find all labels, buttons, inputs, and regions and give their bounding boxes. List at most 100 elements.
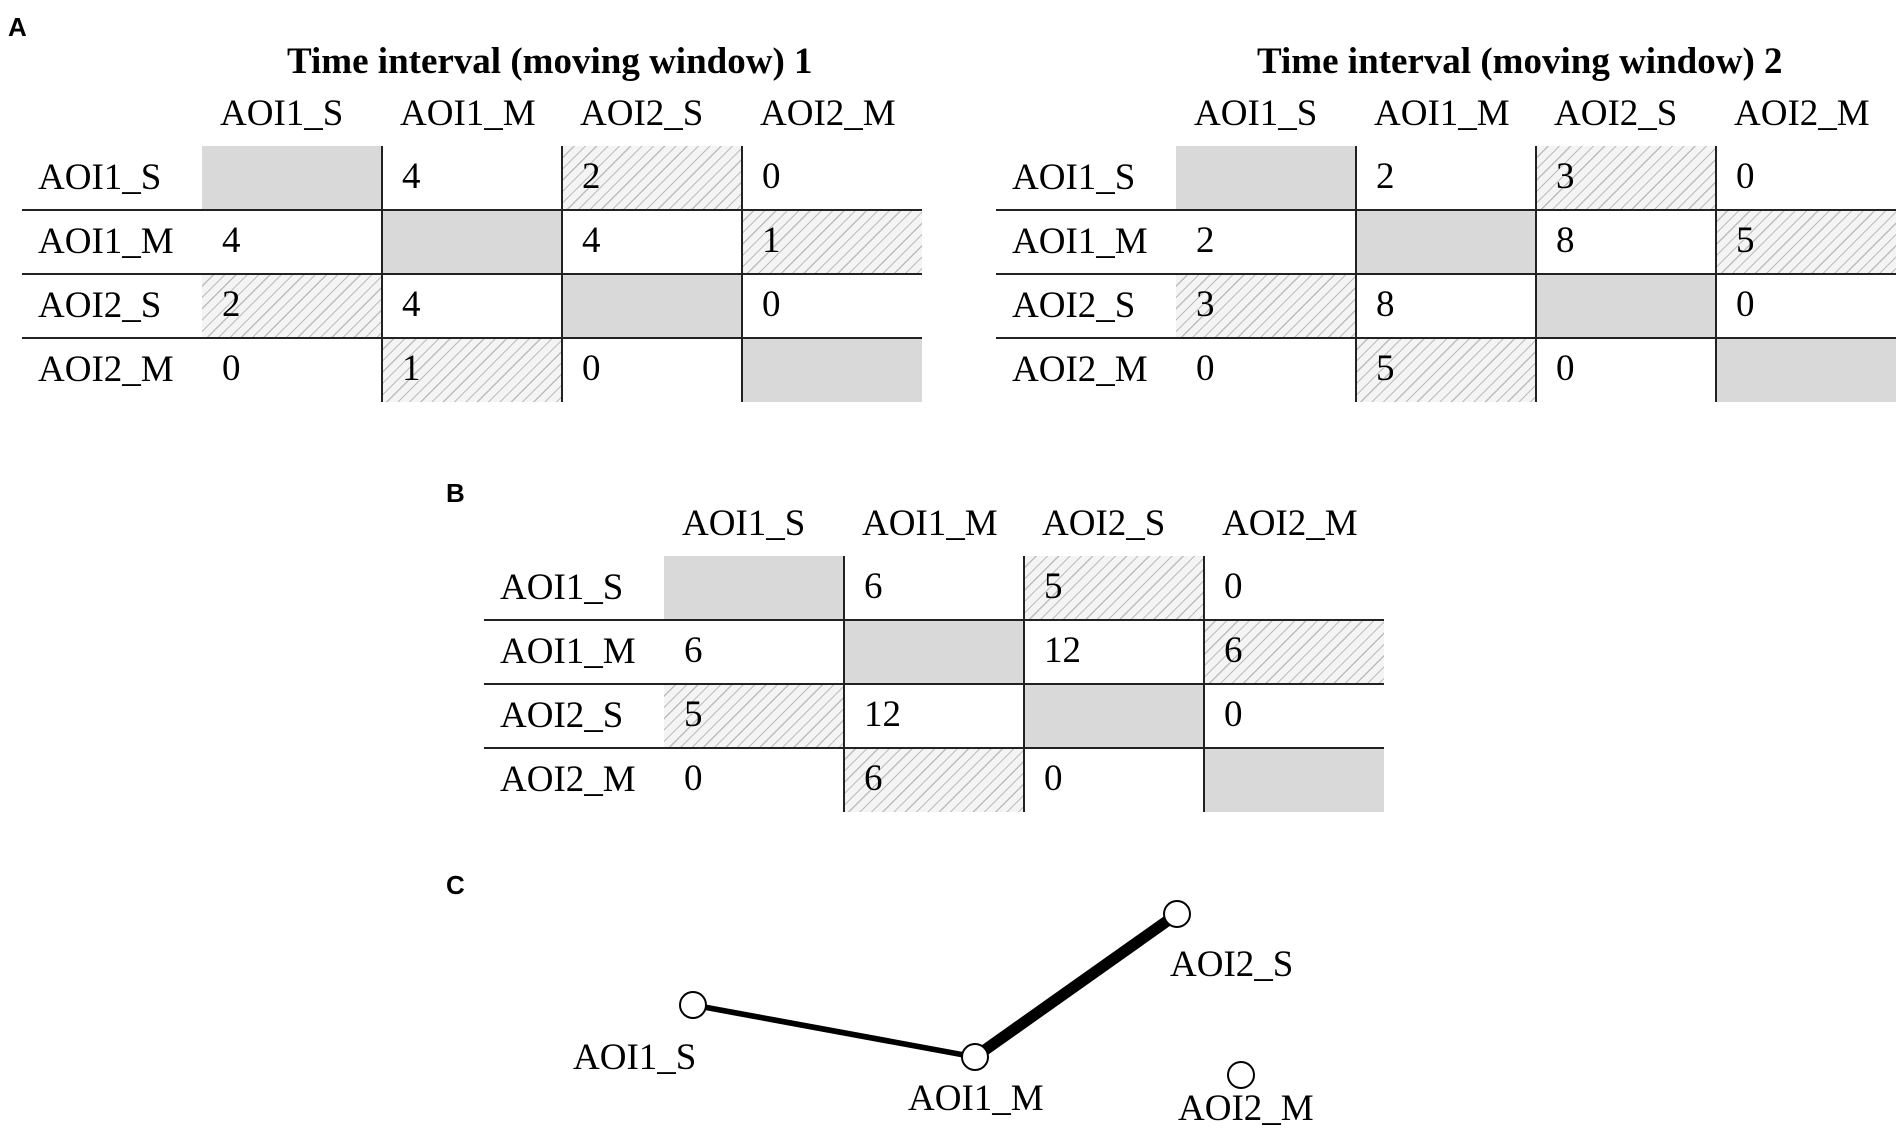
column-header: AOI1_S — [220, 93, 344, 134]
column-header: AOI1_M — [400, 93, 536, 134]
matrix-cell: 0 — [1196, 348, 1215, 389]
grid-line-horizontal — [996, 337, 1896, 339]
panel-label-a: A — [8, 12, 27, 42]
network-node — [1227, 1061, 1255, 1089]
grid-line-horizontal — [484, 683, 1384, 685]
network-node-label: AOI1_M — [908, 1078, 1044, 1119]
matrix-cell-diagonal — [1204, 748, 1384, 812]
matrix-cell: 6 — [844, 748, 1024, 812]
matrix-cell: 6 — [864, 566, 883, 607]
matrix-cell-diagonal — [562, 274, 742, 338]
matrix-cell: 1 — [742, 210, 922, 274]
column-header: AOI1_M — [1374, 93, 1510, 134]
matrix-cell: 0 — [582, 348, 601, 389]
grid-line-horizontal — [22, 337, 922, 339]
matrix-cell: 0 — [222, 348, 241, 389]
matrix-cell: 6 — [684, 630, 703, 671]
matrix-cell-diagonal — [1356, 210, 1536, 274]
matrix-cell: 8 — [1376, 284, 1395, 325]
matrix-cell: 5 — [1024, 556, 1204, 620]
grid-line-horizontal — [22, 273, 922, 275]
column-header: AOI2_M — [1734, 93, 1870, 134]
matrix-cell-diagonal — [664, 556, 844, 620]
network-node — [679, 991, 707, 1019]
matrix-cell: 3 — [1176, 274, 1356, 338]
network-node-label: AOI2_M — [1178, 1088, 1314, 1129]
matrix-cell: 0 — [762, 284, 781, 325]
network-node — [1163, 900, 1191, 928]
column-header: AOI1_S — [1194, 93, 1318, 134]
matrix-cell-diagonal — [742, 338, 922, 402]
row-header: AOI1_S — [1012, 157, 1136, 198]
grid-line-vertical — [843, 556, 845, 812]
row-header: AOI2_M — [1012, 349, 1148, 390]
column-header: AOI2_S — [1554, 93, 1678, 134]
grid-line-vertical — [1355, 146, 1357, 402]
matrix-cell: 5 — [1356, 338, 1536, 402]
matrix-cell: 4 — [402, 156, 421, 197]
matrix-cell-diagonal — [1024, 684, 1204, 748]
network-node-label: AOI1_S — [573, 1037, 697, 1078]
row-header: AOI2_M — [38, 349, 174, 390]
row-header: AOI2_S — [500, 695, 624, 736]
grid-line-vertical — [561, 146, 563, 402]
column-header: AOI2_M — [1222, 503, 1358, 544]
network-node — [961, 1043, 989, 1071]
matrix-cell: 0 — [1044, 758, 1063, 799]
matrix-cell: 0 — [1736, 156, 1755, 197]
matrix-cell: 5 — [1716, 210, 1896, 274]
grid-line-vertical — [1023, 556, 1025, 812]
matrix-cell-diagonal — [844, 620, 1024, 684]
column-header: AOI1_S — [682, 503, 806, 544]
matrix-cell: 0 — [1736, 284, 1755, 325]
column-header: AOI2_M — [760, 93, 896, 134]
grid-line-vertical — [741, 146, 743, 402]
network-edge — [692, 1002, 976, 1060]
matrix-cell: 4 — [402, 284, 421, 325]
column-header: AOI1_M — [862, 503, 998, 544]
row-header: AOI2_S — [1012, 285, 1136, 326]
matrix-cell-diagonal — [1536, 274, 1716, 338]
matrix-cell: 0 — [1224, 694, 1243, 735]
matrix-cell-diagonal — [1176, 146, 1356, 210]
matrix-cell: 0 — [1556, 348, 1575, 389]
grid-line-horizontal — [484, 619, 1384, 621]
matrix-cell: 0 — [1224, 566, 1243, 607]
row-header: AOI1_S — [38, 157, 162, 198]
grid-line-vertical — [381, 146, 383, 402]
matrix-cell: 0 — [762, 156, 781, 197]
row-header: AOI1_M — [500, 631, 636, 672]
matrix-cell: 4 — [582, 220, 601, 261]
panel-label-b: B — [446, 478, 465, 508]
grid-line-vertical — [1535, 146, 1537, 402]
grid-line-horizontal — [22, 209, 922, 211]
matrix-cell: 2 — [202, 274, 382, 338]
matrix-cell: 2 — [1376, 156, 1395, 197]
matrix-cell-diagonal — [202, 146, 382, 210]
matrix-cell: 2 — [1196, 220, 1215, 261]
column-header: AOI2_S — [1042, 503, 1166, 544]
matrix-title: Time interval (moving window) 2 — [1257, 41, 1783, 82]
matrix-cell: 1 — [382, 338, 562, 402]
matrix-cell: 0 — [684, 758, 703, 799]
matrix-title: Time interval (moving window) 1 — [287, 41, 813, 82]
matrix-cell: 6 — [1204, 620, 1384, 684]
row-header: AOI2_S — [38, 285, 162, 326]
grid-line-horizontal — [996, 273, 1896, 275]
matrix-cell: 5 — [664, 684, 844, 748]
row-header: AOI2_M — [500, 759, 636, 800]
grid-line-horizontal — [996, 209, 1896, 211]
row-header: AOI1_M — [1012, 221, 1148, 262]
matrix-cell: 12 — [864, 694, 901, 735]
matrix-cell-diagonal — [382, 210, 562, 274]
panel-label-c: C — [446, 870, 465, 900]
column-header: AOI2_S — [580, 93, 704, 134]
matrix-cell: 2 — [562, 146, 742, 210]
row-header: AOI1_M — [38, 221, 174, 262]
network-node-label: AOI2_S — [1170, 944, 1294, 985]
row-header: AOI1_S — [500, 567, 624, 608]
grid-line-vertical — [1203, 556, 1205, 812]
matrix-cell-diagonal — [1716, 338, 1896, 402]
matrix-cell: 3 — [1536, 146, 1716, 210]
